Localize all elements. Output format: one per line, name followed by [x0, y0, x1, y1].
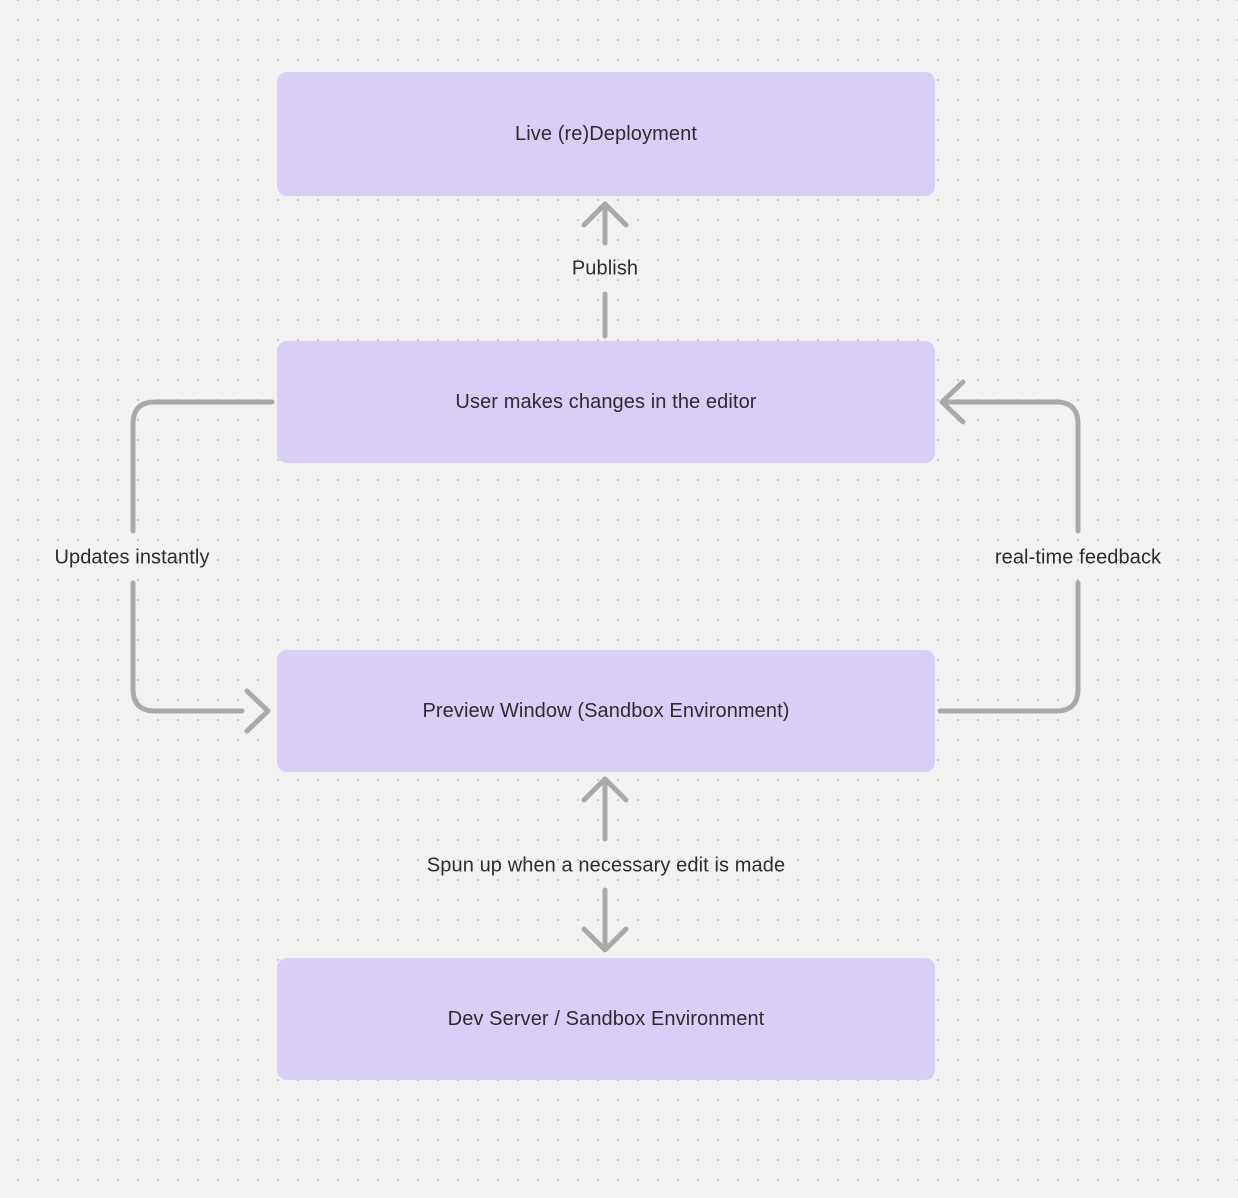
node-label: Live (re)Deployment	[515, 122, 697, 145]
edge-label-real-time-feedback: real-time feedback	[994, 546, 1162, 569]
node-dev-server[interactable]: Dev Server / Sandbox Environment	[277, 958, 935, 1080]
node-live-redeployment[interactable]: Live (re)Deployment	[277, 72, 935, 196]
arrowhead-left-icon	[939, 379, 966, 425]
arrowhead-right-icon	[244, 688, 271, 734]
edge-label-updates-instantly: Updates instantly	[54, 546, 210, 569]
arrowhead-up-icon	[581, 776, 629, 803]
node-label: Preview Window (Sandbox Environment)	[422, 699, 790, 722]
node-label: User makes changes in the editor	[455, 390, 757, 413]
node-preview-window[interactable]: Preview Window (Sandbox Environment)	[277, 650, 935, 772]
arrowhead-down-icon	[581, 926, 629, 953]
node-label: Dev Server / Sandbox Environment	[447, 1007, 765, 1030]
arrowhead-up-icon	[581, 201, 629, 228]
edge-label-spun-up: Spun up when a necessary edit is made	[426, 854, 786, 877]
node-user-makes-changes[interactable]: User makes changes in the editor	[277, 341, 935, 463]
edge-label-publish: Publish	[571, 257, 639, 280]
